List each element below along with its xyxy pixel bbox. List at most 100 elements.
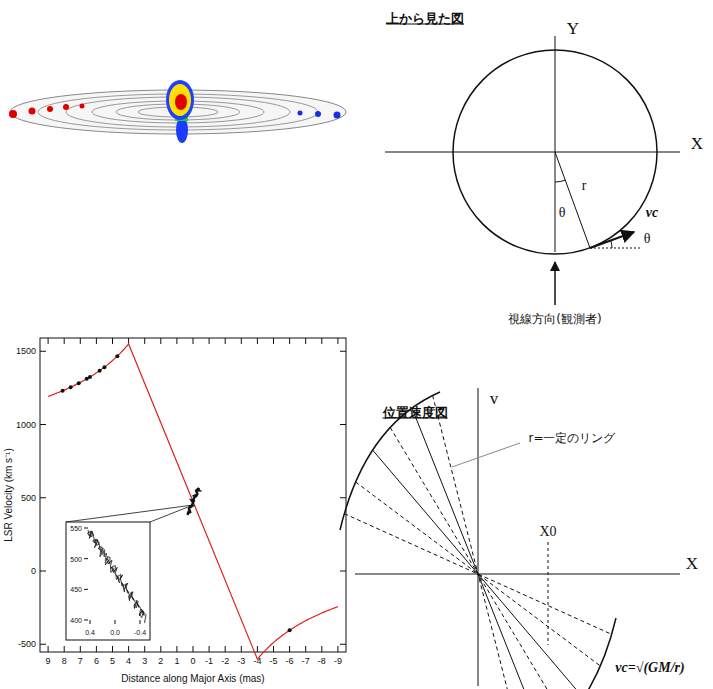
position-velocity-chart-part [66, 522, 150, 640]
position-velocity-chart-part-part [288, 628, 292, 632]
pv-diagram-part [452, 443, 520, 467]
maser-disk-part [9, 110, 17, 118]
position-velocity-chart-part-part [209, 646, 210, 652]
position-velocity-chart-part-part [98, 369, 102, 373]
position-velocity-chart-part-part [289, 646, 290, 652]
position-velocity-chart-part-part [273, 646, 274, 652]
position-velocity-chart-part-part [64, 646, 65, 652]
tick-label: -7 [302, 657, 310, 666]
tick-label: 7 [78, 657, 83, 666]
ring-label: r=一定のリング [529, 432, 616, 444]
radius-label: r [582, 179, 587, 193]
maser-disk-part [80, 104, 85, 109]
position-velocity-chart-part-part [77, 381, 81, 385]
position-velocity-chart-part-part [289, 338, 290, 344]
tick-label: 1 [174, 657, 179, 666]
position-velocity-chart-part [87, 530, 146, 623]
position-velocity-chart-part-part [90, 620, 91, 624]
position-velocity-chart-part-part [64, 338, 65, 344]
top-view-part [590, 248, 640, 249]
top-view-part [555, 36, 556, 252]
position-velocity-chart-part-part [176, 338, 177, 344]
pv-diagram-part [548, 542, 549, 645]
tick-label: 1000 [16, 420, 36, 429]
top-view [385, 36, 680, 305]
position-velocity-chart-part-part [112, 646, 113, 652]
position-velocity-chart-part-part [340, 644, 346, 645]
position-velocity-chart-part-part [69, 385, 73, 389]
position-velocity-chart-part [187, 488, 199, 515]
tick-label: -8 [318, 657, 326, 666]
position-velocity-chart-part-part [40, 571, 46, 572]
position-velocity-chart-part-part [84, 528, 88, 529]
position-velocity-chart-part [84, 528, 140, 624]
axis-name: v [490, 390, 499, 407]
axis-name: X [686, 555, 698, 572]
position-velocity-chart-part-part [128, 646, 129, 652]
position-velocity-chart-part-part [144, 646, 145, 652]
position-velocity-chart-part-part [257, 646, 258, 652]
position-velocity-chart-part-part [225, 646, 226, 652]
position-velocity-chart-part-part [40, 424, 46, 425]
maser-disk-part [29, 108, 36, 115]
tick-label: -6 [286, 657, 294, 666]
tick-label: 3 [142, 657, 147, 666]
position-velocity-chart-part-part [40, 644, 46, 645]
tick-label: 450 [70, 586, 82, 593]
position-velocity-chart-part-part [112, 338, 113, 344]
position-velocity-chart-part-part [48, 646, 49, 652]
tick-label: 0 [31, 567, 36, 576]
maser-disk-part [166, 80, 194, 120]
position-velocity-chart-part-part [160, 646, 161, 652]
position-velocity-chart-part-part [193, 646, 194, 652]
position-velocity-chart-part-part [241, 338, 242, 344]
maser-disk-part [47, 106, 53, 112]
top-view-part [554, 262, 556, 305]
tick-label: 9 [46, 657, 51, 666]
maser-disk-part [175, 94, 187, 110]
axis-name: X [691, 135, 703, 152]
axis-name: Y [567, 20, 579, 37]
tick-label: -9 [334, 657, 342, 666]
position-velocity-chart-part-part [48, 338, 49, 344]
pv-diagram-part-part [373, 450, 584, 689]
position-velocity-chart-part [48, 344, 338, 659]
position-velocity-chart-part-part [241, 646, 242, 652]
position-velocity-chart-part-part [176, 646, 177, 652]
tick-label: 1500 [16, 347, 36, 356]
maser-disk-part [315, 111, 321, 117]
view-title: 位置速度図 [383, 406, 448, 419]
position-velocity-chart-part-part [40, 497, 46, 498]
position-velocity-chart-part-part [337, 338, 338, 344]
tick-label: 4 [126, 657, 131, 666]
tick-label: 550 [70, 525, 82, 532]
position-velocity-chart-part-part [321, 338, 322, 344]
maser-disk-part [169, 84, 191, 116]
observer-label: 視線方向(観測者) [508, 313, 601, 325]
pv-diagram [340, 388, 680, 689]
position-velocity-chart-part-part [102, 365, 106, 369]
pv-diagram-part [516, 618, 616, 689]
position-velocity-chart-part-part [160, 338, 161, 344]
position-velocity-chart-part [66, 505, 193, 522]
tick-label: -3 [237, 657, 245, 666]
top-view-part [590, 232, 634, 248]
position-velocity-chart-part-part [144, 338, 145, 344]
position-velocity-chart-part-part [115, 354, 119, 358]
tick-label: 0 [190, 657, 195, 666]
tick-label: 500 [21, 493, 36, 502]
velocity-label: vc [646, 206, 658, 220]
pv-diagram-part [478, 388, 479, 686]
position-velocity-chart-part-part [225, 338, 226, 344]
position-velocity-chart-part-part [88, 375, 92, 379]
position-velocity-chart-part-part [84, 589, 88, 590]
position-velocity-chart-part-part [84, 620, 88, 621]
axis-title: Distance along Major Axis (mas) [121, 674, 264, 684]
position-velocity-chart-part-part [257, 338, 258, 344]
tick-label: -500 [18, 640, 36, 649]
tick-label: -0.4 [134, 629, 146, 636]
tick-label: -5 [269, 657, 277, 666]
position-velocity-chart-part-part [305, 646, 306, 652]
